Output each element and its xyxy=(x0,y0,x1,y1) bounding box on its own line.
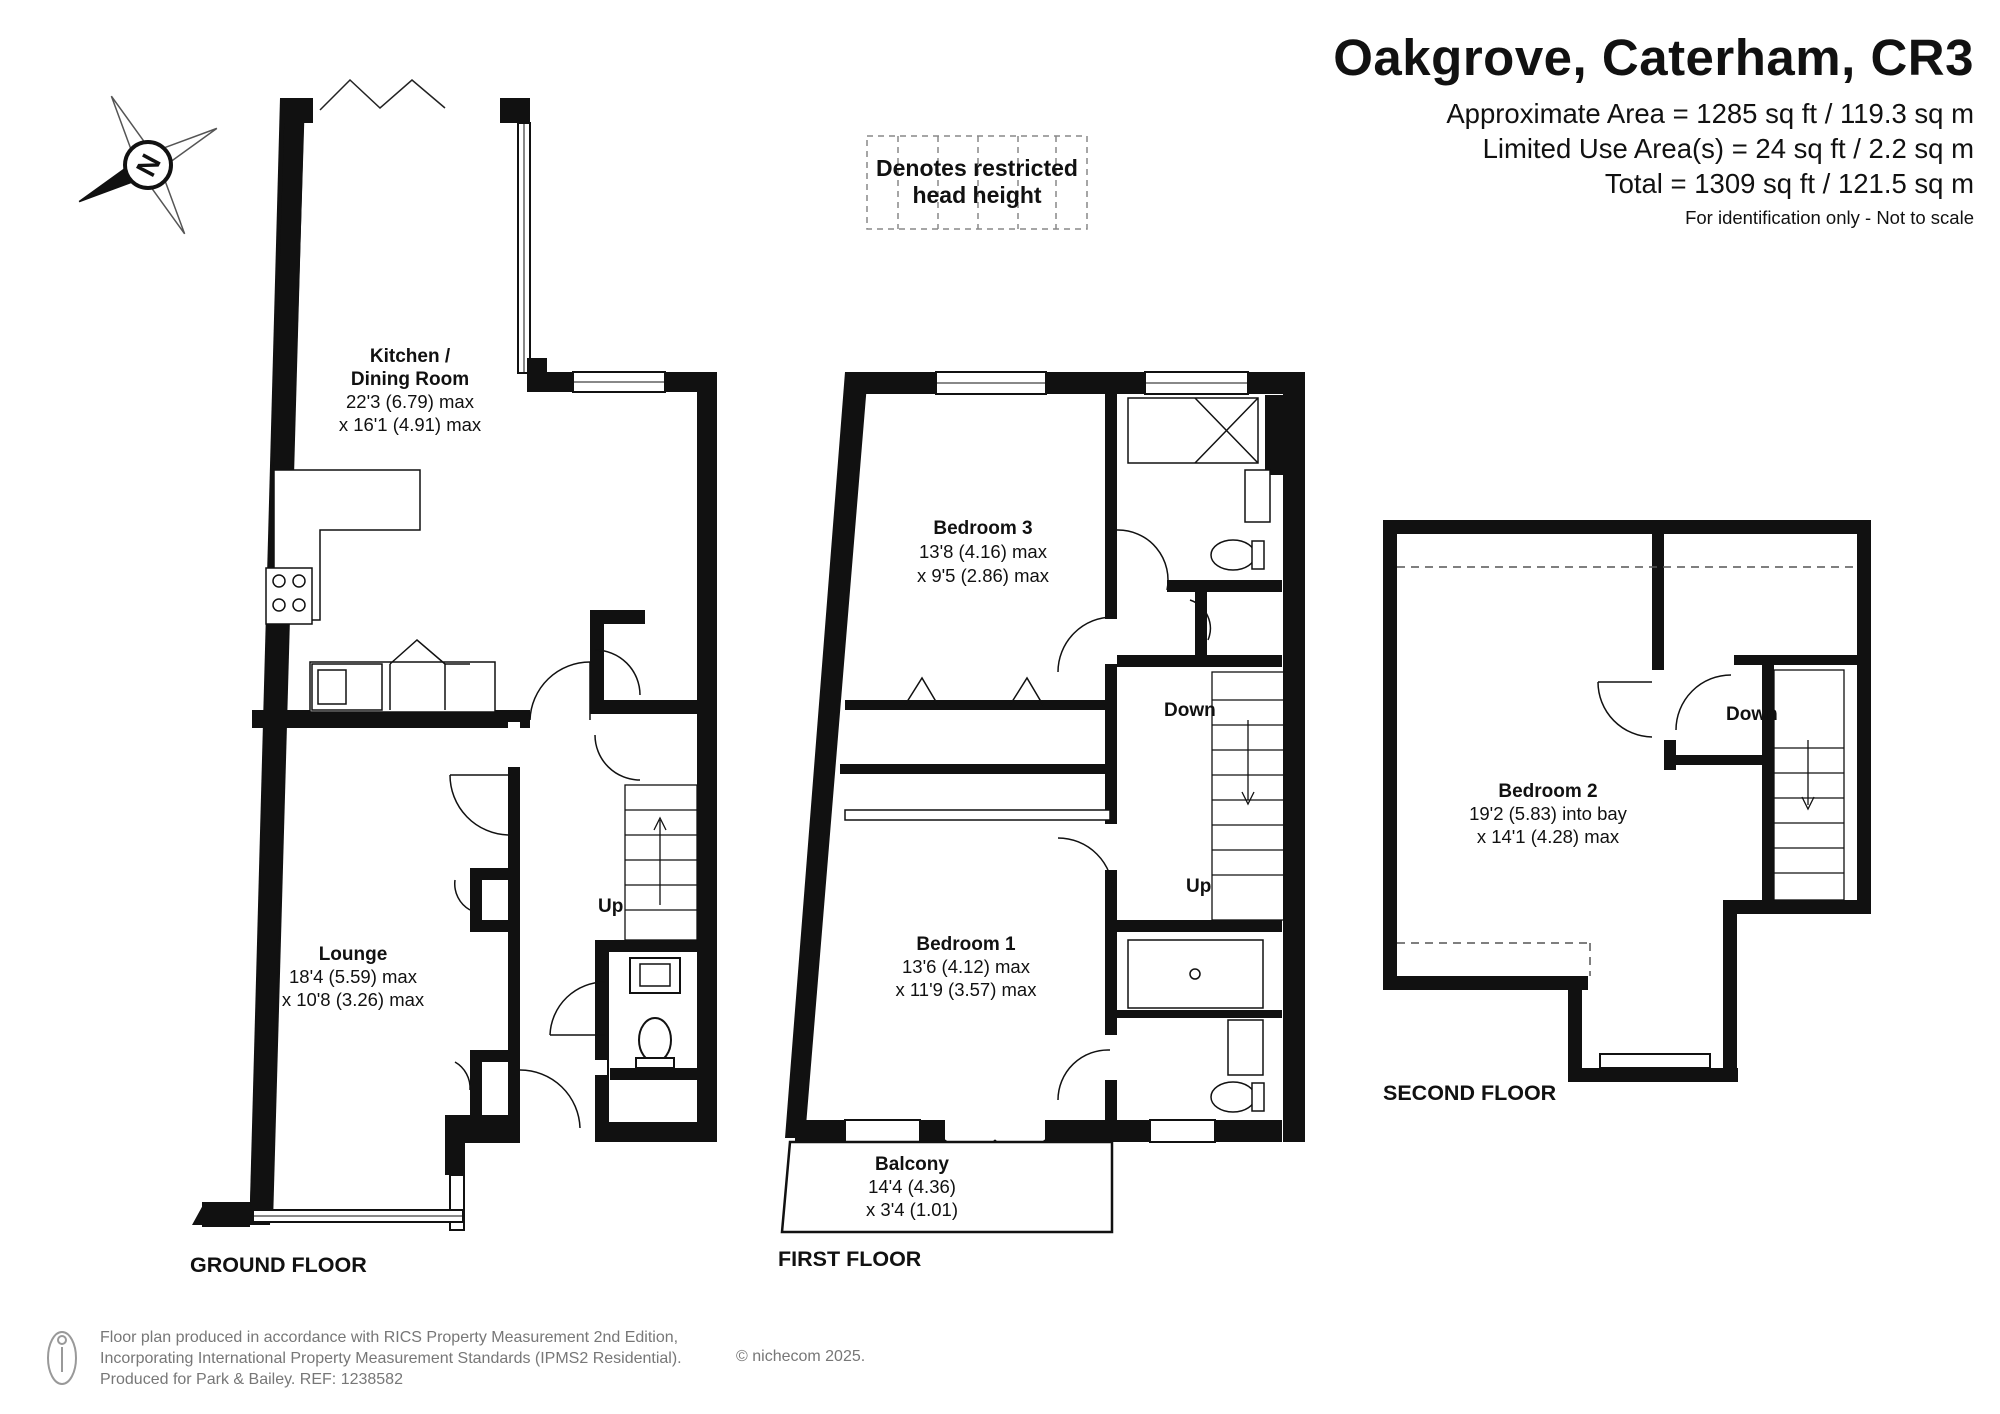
compass-icon: N xyxy=(78,95,218,235)
bedroom3-dim-1: 13'8 (4.16) max xyxy=(919,541,1048,562)
ff-stairs-down: Down xyxy=(1164,700,1216,721)
kitchen-dim-2: x 16'1 (4.91) max xyxy=(339,414,482,435)
lounge-dim-2: x 10'8 (3.26) max xyxy=(282,989,425,1010)
bedroom2-dim-2: x 14'1 (4.28) max xyxy=(1477,826,1620,847)
ff-stairs-up: Up xyxy=(1186,876,1211,897)
footer-line-1: Floor plan produced in accordance with R… xyxy=(100,1329,679,1346)
balcony-dim-2: x 3'4 (1.01) xyxy=(866,1199,958,1220)
bedroom2-name: Bedroom 2 xyxy=(1498,781,1597,802)
balcony-dim-1: 14'4 (4.36) xyxy=(868,1176,956,1197)
bedroom3-name: Bedroom 3 xyxy=(933,518,1032,539)
legend-line-1: Denotes restricted xyxy=(876,155,1078,181)
copyright: © nichecom 2025. xyxy=(736,1348,866,1365)
bedroom3-dim-2: x 9'5 (2.86) max xyxy=(917,565,1050,586)
identification-note: For identification only - Not to scale xyxy=(1685,207,1974,228)
footer-text: Floor plan produced in accordance with R… xyxy=(100,1327,682,1390)
balcony-name: Balcony xyxy=(875,1154,949,1175)
first-floor-label: FIRST FLOOR xyxy=(778,1247,922,1271)
total-area: Total = 1309 sq ft / 121.5 sq m xyxy=(1604,168,1974,199)
legend-line-2: head height xyxy=(912,182,1042,208)
gf-left-wall xyxy=(192,98,305,1225)
ground-floor-label: GROUND FLOOR xyxy=(190,1253,367,1277)
bedroom2-dim-1: 19'2 (5.83) into bay xyxy=(1469,803,1628,824)
property-title: Oakgrove, Caterham, CR3 xyxy=(1333,29,1974,86)
bedroom1-dim-2: x 11'9 (3.57) max xyxy=(896,979,1038,1000)
lounge-name: Lounge xyxy=(319,944,388,965)
restricted-height-legend: Denotes restricted head height xyxy=(866,155,1088,209)
approx-area: Approximate Area = 1285 sq ft / 119.3 sq… xyxy=(1446,98,1974,129)
kitchen-name-1: Kitchen / xyxy=(370,346,451,367)
sf-stairs-down: Down xyxy=(1726,704,1778,725)
kitchen-dim-1: 22'3 (6.79) max xyxy=(346,391,475,412)
footer-line-2: Incorporating International Property Mea… xyxy=(100,1350,682,1367)
bedroom1-dim-1: 13'6 (4.12) max xyxy=(902,956,1031,977)
kitchen-name-2: Dining Room xyxy=(351,369,469,390)
second-floor-label: SECOND FLOOR xyxy=(1383,1081,1557,1105)
bedroom1-name: Bedroom 1 xyxy=(916,934,1016,955)
gf-stairs-up: Up xyxy=(598,896,623,917)
second-floor-plan: Bedroom 2 19'2 (5.83) into bay x 14'1 (4… xyxy=(1383,520,1871,1105)
footer-line-3: Produced for Park & Bailey. REF: 1238582 xyxy=(100,1371,403,1388)
limited-use-area: Limited Use Area(s) = 24 sq ft / 2.2 sq … xyxy=(1482,133,1974,164)
ground-floor-plan: Kitchen / Dining Room 22'3 (6.79) max x … xyxy=(190,78,717,1277)
restricted-height-legend-swatch xyxy=(866,135,1088,230)
lounge-dim-1: 18'4 (5.59) max xyxy=(289,966,418,987)
first-floor-plan: Bedroom 3 13'8 (4.16) max x 9'5 (2.86) m… xyxy=(778,371,1305,1271)
person-icon xyxy=(47,1331,77,1385)
